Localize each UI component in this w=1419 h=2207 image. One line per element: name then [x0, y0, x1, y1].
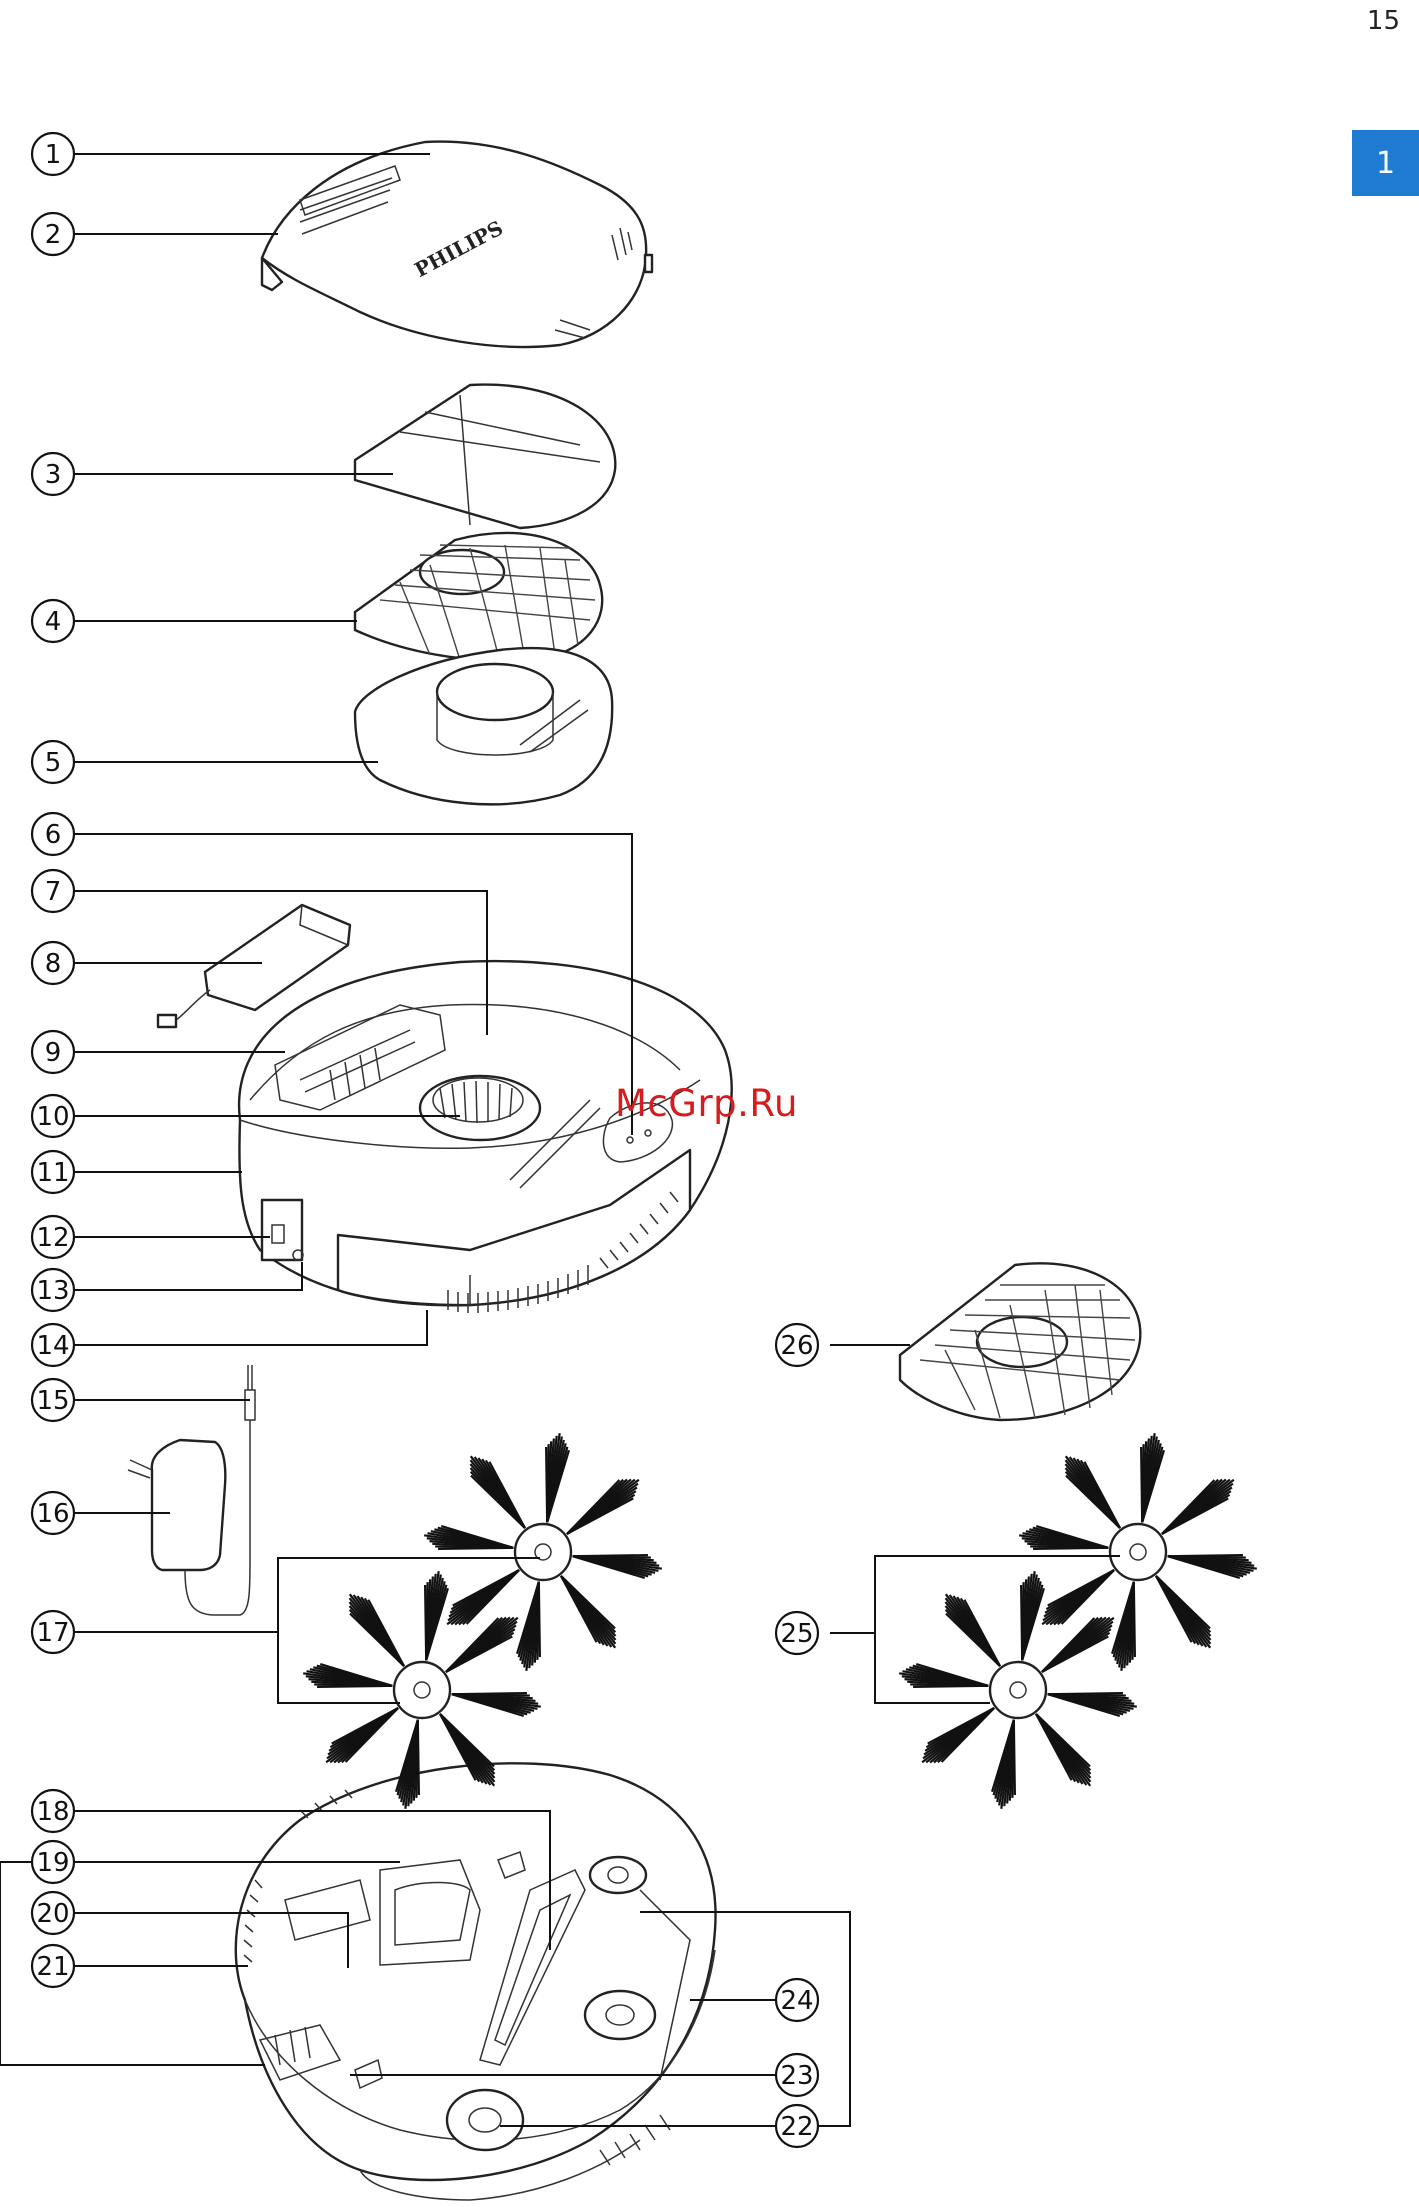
callout-circle-1: 1 — [32, 133, 74, 175]
callout-label-13: 13 — [36, 1276, 69, 1306]
callout-circle-24: 24 — [776, 1979, 818, 2021]
callout-label-4: 4 — [45, 607, 62, 637]
callout-label-18: 18 — [36, 1797, 69, 1827]
watermark: McGrp.Ru — [615, 1082, 798, 1125]
callout-label-19: 19 — [36, 1848, 69, 1878]
callout-label-24: 24 — [780, 1986, 813, 2016]
callout-label-26: 26 — [780, 1331, 813, 1361]
callout-circle-21: 21 — [32, 1945, 74, 1987]
side-brush — [424, 1433, 662, 1671]
callout-circle-15: 15 — [32, 1379, 74, 1421]
brush-hub — [1110, 1524, 1166, 1580]
callout-label-11: 11 — [36, 1158, 69, 1188]
callout-label-17: 17 — [36, 1618, 69, 1648]
callout-circle-11: 11 — [32, 1151, 74, 1193]
callout-label-1: 1 — [45, 140, 62, 170]
callout-label-6: 6 — [45, 820, 62, 850]
callout-circle-14: 14 — [32, 1324, 74, 1366]
callout-circle-6: 6 — [32, 813, 74, 855]
dust-container — [355, 648, 612, 804]
robot-underside — [236, 1763, 716, 2200]
side-brush — [1019, 1433, 1257, 1671]
callout-circle-23: 23 — [776, 2054, 818, 2096]
callout-label-7: 7 — [45, 877, 62, 907]
callout-label-5: 5 — [45, 748, 62, 778]
callout-circle-2: 2 — [32, 213, 74, 255]
callout-circle-25: 25 — [776, 1612, 818, 1654]
callout-circle-3: 3 — [32, 453, 74, 495]
callout-label-16: 16 — [36, 1499, 69, 1529]
side-brush — [899, 1571, 1137, 1809]
callout-circle-16: 16 — [32, 1492, 74, 1534]
callout-circle-22: 22 — [776, 2105, 818, 2147]
brush-hub — [394, 1662, 450, 1718]
callout-label-3: 3 — [45, 460, 62, 490]
callout-circle-17: 17 — [32, 1611, 74, 1653]
brush-hub — [990, 1662, 1046, 1718]
callout-circle-20: 20 — [32, 1892, 74, 1934]
callout-label-14: 14 — [36, 1331, 69, 1361]
brush-hub — [515, 1524, 571, 1580]
spare-grid-filter — [900, 1263, 1140, 1420]
callout-circle-13: 13 — [32, 1269, 74, 1311]
grid-filter — [355, 533, 602, 662]
callout-circle-18: 18 — [32, 1790, 74, 1832]
callout-circle-4: 4 — [32, 600, 74, 642]
callout-label-25: 25 — [780, 1619, 813, 1649]
callout-circle-9: 9 — [32, 1031, 74, 1073]
callout-circle-8: 8 — [32, 942, 74, 984]
callout-label-22: 22 — [780, 2112, 813, 2142]
callout-label-15: 15 — [36, 1386, 69, 1416]
charger-adapter — [128, 1365, 255, 1615]
callout-circle-10: 10 — [32, 1095, 74, 1137]
callout-label-20: 20 — [36, 1899, 69, 1929]
filter-pad — [355, 385, 615, 528]
callout-label-23: 23 — [780, 2061, 813, 2091]
callout-label-10: 10 — [36, 1102, 69, 1132]
callout-circle-19: 19 — [32, 1841, 74, 1883]
callout-circle-26: 26 — [776, 1324, 818, 1366]
callout-label-8: 8 — [45, 949, 62, 979]
callout-label-21: 21 — [36, 1952, 69, 1982]
top-cover: PHILIPS — [262, 142, 652, 347]
callout-circle-5: 5 — [32, 741, 74, 783]
robot-main-body — [239, 961, 732, 1313]
callout-circle-12: 12 — [32, 1216, 74, 1258]
callout-circle-7: 7 — [32, 870, 74, 912]
callout-label-2: 2 — [45, 220, 62, 250]
callout-label-12: 12 — [36, 1223, 69, 1253]
callout-label-9: 9 — [45, 1038, 62, 1068]
